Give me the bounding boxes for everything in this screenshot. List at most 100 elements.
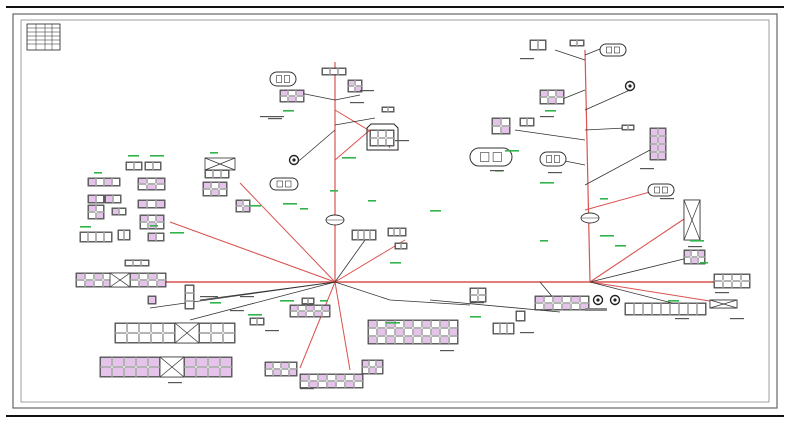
connector-body	[117, 229, 131, 241]
round-connector-top	[269, 71, 297, 87]
connector-pin	[540, 90, 548, 97]
wire-label	[368, 200, 376, 202]
annotation-text	[640, 168, 654, 170]
connector-body	[381, 106, 395, 113]
connector-pin	[243, 200, 250, 206]
connector-pin	[658, 144, 666, 152]
connector-pin	[431, 336, 440, 344]
connector-pin	[470, 288, 478, 295]
connector-pin	[213, 170, 221, 178]
round-connector-pin	[553, 155, 560, 163]
connector-right-top-2	[569, 39, 585, 47]
connector-pin	[138, 200, 147, 208]
round-connector-pin	[654, 186, 660, 194]
connector-pin	[289, 369, 297, 376]
connector-pin	[105, 195, 113, 203]
connector-body	[87, 194, 105, 204]
hub1-top-right	[334, 94, 361, 101]
connector-left-1	[87, 177, 121, 187]
connector-pin	[184, 367, 196, 377]
connector-pin	[76, 280, 85, 287]
connector-pin	[562, 303, 571, 310]
connector-pin	[548, 90, 556, 97]
connector-right-5	[683, 249, 706, 265]
connector-center-mid	[492, 322, 515, 335]
connector-pin	[470, 295, 478, 302]
round-connector-pin	[283, 75, 290, 83]
connector-pin	[236, 200, 243, 206]
connector-pin	[368, 320, 377, 328]
wire-label	[690, 240, 704, 242]
connector-pin	[140, 215, 148, 222]
round-connector-body	[599, 43, 627, 57]
connector-pin	[148, 367, 160, 377]
connector-pin	[139, 273, 148, 280]
hub1-branch-fuse	[149, 281, 336, 309]
connector-pin	[535, 296, 544, 303]
round-connector-pin	[546, 155, 552, 163]
wire-label	[94, 172, 102, 174]
wire-label	[300, 208, 308, 210]
hub1-branch-connector	[334, 239, 366, 283]
connector-pin	[196, 367, 208, 377]
connector-pin	[679, 303, 688, 315]
round-connector-pin	[276, 180, 283, 188]
connector-pin	[296, 96, 304, 102]
connector-pin	[88, 195, 96, 203]
connector-body	[144, 161, 162, 171]
hub2-vertical-trunk	[584, 49, 591, 283]
connector-pin	[147, 200, 156, 208]
connector-pin	[500, 323, 507, 334]
ring-terminal-hole	[628, 84, 632, 88]
wire-label	[250, 205, 261, 207]
connector-pin	[413, 328, 422, 336]
connector-pin	[88, 232, 96, 242]
connector-right-2	[539, 89, 565, 105]
wire-label	[342, 157, 356, 159]
connector-pin	[449, 320, 458, 328]
relay-cross	[174, 322, 200, 344]
connector-left-5	[144, 161, 162, 171]
connector-pin	[203, 182, 211, 189]
connector-body	[87, 177, 121, 187]
connector-upper-left-2	[202, 181, 228, 197]
connector-pin	[130, 280, 139, 287]
connector-pin	[386, 336, 395, 344]
wire-label	[150, 155, 164, 157]
connector-pin	[134, 162, 142, 170]
connector-pin	[650, 144, 658, 152]
connector-pin	[76, 273, 85, 280]
connector-right-long	[624, 302, 707, 316]
connector-pin	[714, 274, 723, 281]
relay-cross	[159, 356, 185, 378]
connector-pin	[124, 367, 136, 377]
connector-pin	[96, 205, 104, 212]
connector-pin	[148, 357, 160, 367]
connector-pin	[382, 107, 388, 112]
connector-pin	[273, 362, 281, 369]
connector-pin	[553, 296, 562, 303]
connector-upper-left-3	[235, 199, 251, 213]
connector-pin	[377, 336, 386, 344]
connector-pin	[658, 136, 666, 144]
connector-pin	[658, 128, 666, 136]
connector-top-right	[347, 79, 363, 93]
connector-pin	[80, 232, 88, 242]
connector-pin	[156, 184, 165, 190]
round-connector-pin	[480, 152, 490, 162]
connector-body	[519, 117, 535, 127]
connector-pin	[298, 305, 306, 311]
round-connector-right-top	[599, 43, 627, 57]
connector-pin	[440, 328, 449, 336]
connector-pin	[422, 320, 431, 328]
connector-pin	[431, 328, 440, 336]
connector-pin	[156, 233, 164, 241]
connector-pin	[691, 250, 698, 257]
connector-pin	[318, 381, 327, 388]
hub1-branch-down2	[334, 281, 351, 371]
annotation-text	[240, 296, 254, 298]
hub2-branch-right2	[589, 254, 701, 283]
connector-body	[249, 317, 265, 326]
wire-label	[280, 300, 294, 302]
connector-pin	[139, 333, 151, 343]
